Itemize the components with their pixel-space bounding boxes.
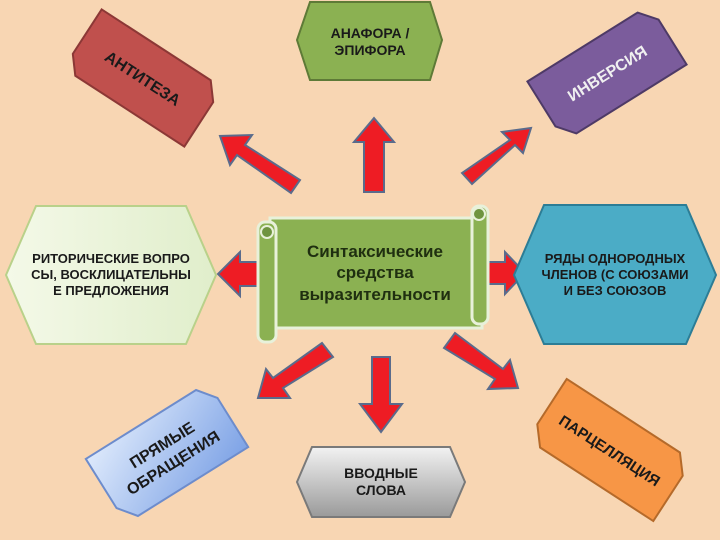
center-title-text: Синтаксические средства выразительности <box>299 242 451 304</box>
node-rhetorical-shape <box>4 205 218 345</box>
node-antithesis: АНТИТЕЗА <box>71 8 215 148</box>
arrow-down-right <box>442 331 520 391</box>
node-parcellation: ПАРЦЕЛЛЯЦИЯ <box>536 377 684 523</box>
node-inversion: ИНВЕРСИЯ <box>526 11 688 135</box>
node-address: ПРЯМЫЕ ОБРАЩЕНИЯ <box>84 388 250 518</box>
arrow-up <box>351 116 397 193</box>
center-title: Синтаксические средства выразительности <box>280 228 470 318</box>
center-scroll <box>256 204 490 344</box>
arrow-up-left <box>218 133 302 195</box>
node-rhetorical-label: РИТОРИЧЕСКИЕ ВОПРОСЫ, ВОСКЛИЦАТЕЛЬНЫЕ ПР… <box>31 250 191 299</box>
node-intro-words-shape <box>295 446 467 518</box>
node-homogeneous-label: РЯДЫ ОДНОРОДНЫХ ЧЛЕНОВ (С СОЮЗАМИ И БЕЗ … <box>541 250 689 299</box>
arrow-left <box>216 249 263 299</box>
node-intro-words-label: ВВОДНЫЕ СЛОВА <box>344 464 418 499</box>
arrow-down <box>358 356 404 434</box>
arrow-up-right <box>460 126 533 186</box>
node-anaphora-label: АНАФОРА /ЭПИФОРА <box>330 24 410 59</box>
node-intro-words: ВВОДНЫЕ СЛОВА <box>320 452 442 512</box>
node-homogeneous-shape <box>512 204 718 345</box>
node-anaphora-shape <box>295 1 444 81</box>
node-homogeneous: РЯДЫ ОДНОРОДНЫХ ЧЛЕНОВ (С СОЮЗАМИ И БЕЗ … <box>540 215 690 335</box>
node-rhetorical: РИТОРИЧЕСКИЕ ВОПРОСЫ, ВОСКЛИЦАТЕЛЬНЫЕ ПР… <box>30 214 192 336</box>
arrow-down-left <box>256 341 335 399</box>
node-anaphora: АНАФОРА /ЭПИФОРА <box>310 6 430 78</box>
